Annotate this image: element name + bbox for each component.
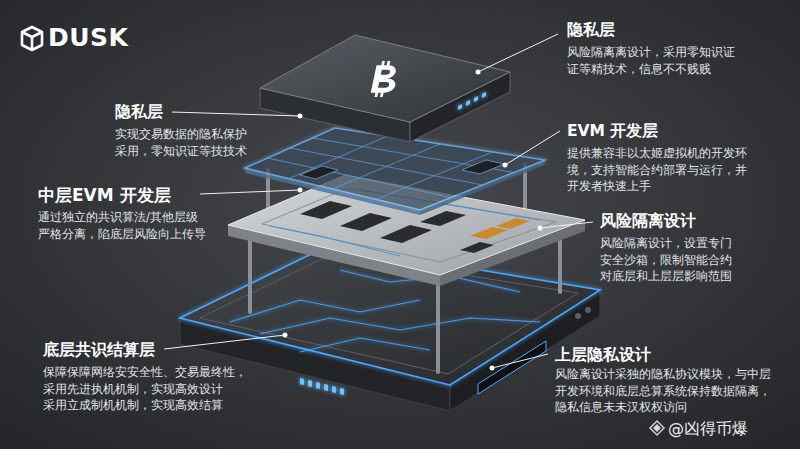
callout-heading: 上层隐私设计 bbox=[555, 345, 651, 366]
board-chips bbox=[496, 218, 530, 229]
board-chips bbox=[300, 201, 352, 219]
evm-grid bbox=[290, 148, 483, 185]
bitcoin-symbol bbox=[371, 65, 400, 92]
watermark: @凶得币爆 bbox=[668, 419, 748, 440]
callout-heading: 底层共识结算层 bbox=[43, 340, 155, 361]
callout-text: 实现交易数据的隐私保护 采用，零知识证等技技术 bbox=[115, 126, 265, 159]
status-lights bbox=[332, 386, 336, 393]
leader-dot bbox=[283, 333, 288, 338]
port-slot bbox=[575, 313, 581, 319]
callout-text: 保障保障网络安安全性、交易最终性， 采用先进执机机制，实现高效设计 采用立成制机… bbox=[43, 364, 258, 414]
evm-chips bbox=[300, 160, 504, 179]
circuit-traces bbox=[260, 318, 540, 334]
leader-dot bbox=[298, 188, 303, 193]
port-slot bbox=[478, 341, 546, 394]
evm-grid bbox=[268, 158, 452, 198]
leader-dot bbox=[490, 366, 495, 371]
support-posts bbox=[248, 236, 252, 312]
watermark-icon bbox=[650, 421, 664, 435]
privacy-box bbox=[260, 35, 510, 122]
board-chips bbox=[460, 242, 494, 253]
watermark-icon bbox=[650, 421, 664, 435]
status-lights bbox=[308, 380, 312, 387]
leader-dot bbox=[298, 114, 303, 119]
bitcoin-symbol bbox=[387, 61, 391, 66]
bitcoin-symbol bbox=[374, 92, 378, 97]
callout-text: 提供兼容非以太姬虚拟机的开发环 境，支持智能合约部署与运行，并 开发者快速上手 bbox=[567, 145, 767, 195]
bitcoin-symbol bbox=[380, 92, 384, 97]
logo-icon bbox=[22, 27, 42, 50]
privacy-box bbox=[260, 35, 510, 142]
leader-line bbox=[200, 190, 300, 194]
box-lights bbox=[458, 104, 462, 110]
evm-grid bbox=[268, 136, 515, 200]
box-lights bbox=[482, 92, 486, 98]
board-chips bbox=[420, 211, 466, 226]
board-chips bbox=[340, 213, 392, 231]
box-lights bbox=[466, 100, 470, 106]
board-traces bbox=[270, 226, 400, 256]
leader-dot bbox=[538, 226, 543, 231]
leader-line bbox=[478, 34, 558, 72]
circuit-traces bbox=[300, 338, 430, 352]
leader-line bbox=[492, 354, 548, 368]
bitcoin-symbol bbox=[370, 61, 401, 97]
callout-heading: 隐私层 bbox=[567, 20, 615, 41]
box-lights bbox=[474, 96, 478, 102]
board-chips bbox=[380, 225, 432, 243]
leader-line bbox=[164, 34, 593, 368]
callout-heading: EVM 开发层 bbox=[567, 121, 658, 142]
logo-icon bbox=[22, 32, 42, 50]
leader-dot bbox=[503, 163, 508, 168]
status-lights bbox=[316, 382, 320, 389]
callout-text: 风险隔离设计，设置专门 安全沙箱，限制智能合约 对底层和上层层影响范围 bbox=[600, 235, 750, 285]
callout-text: 通过独立的共识算法/其他层级 严格分离，陷底层风险向上传导 bbox=[38, 209, 223, 242]
board-chips bbox=[470, 227, 508, 239]
evm-board bbox=[245, 128, 545, 215]
leader-dot bbox=[476, 70, 481, 75]
port-slot bbox=[585, 307, 591, 313]
status-lights bbox=[340, 388, 344, 395]
status-lights bbox=[324, 384, 328, 391]
callout-heading: 隐私层 bbox=[115, 102, 163, 123]
callout-text: 风险隔离离设计，采用零知识证 证等精技术，信息不不贱贱 bbox=[567, 44, 752, 77]
callout-heading: 风险隔离设计 bbox=[600, 211, 696, 232]
leader-line bbox=[172, 112, 300, 116]
status-lights bbox=[300, 378, 344, 395]
leader-line bbox=[164, 335, 285, 349]
evm-board bbox=[245, 128, 545, 210]
logo-text: DUSK bbox=[48, 23, 128, 52]
evm-chips bbox=[300, 166, 338, 179]
logo-icon bbox=[22, 27, 42, 50]
support-posts bbox=[436, 286, 440, 372]
box-lights bbox=[458, 92, 486, 110]
watermark-icon bbox=[654, 425, 660, 431]
leader-line bbox=[505, 131, 560, 165]
evm-chips bbox=[462, 160, 504, 174]
status-lights bbox=[300, 378, 304, 385]
bitcoin-symbol bbox=[381, 61, 385, 66]
callout-heading: 中层EVM 开发层 bbox=[38, 184, 171, 207]
circuit-traces bbox=[230, 270, 540, 352]
callout-text: 风险离设计采独的隐私协议模块，与中层 开发环境和底层总算系统保持数据隔离， 隐私… bbox=[555, 366, 785, 416]
leader-dot bbox=[283, 70, 543, 371]
leader-line bbox=[540, 222, 593, 228]
